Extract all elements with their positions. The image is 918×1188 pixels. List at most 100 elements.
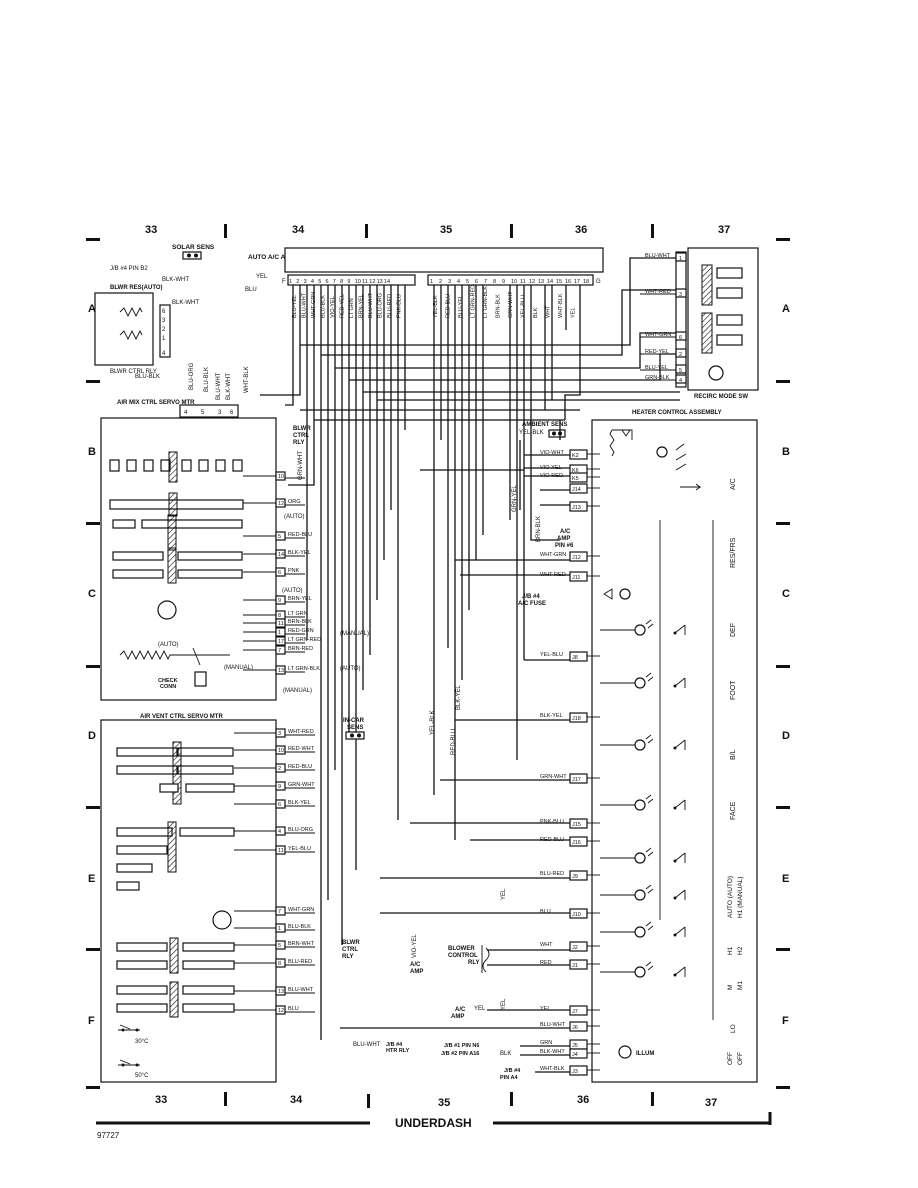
heater-pin-box [569,571,588,582]
amp-pin-number: 4 [311,279,314,285]
grid-bottom-36: 36 [577,1094,589,1106]
heater-pin-number: J16 [572,840,581,846]
grid-bottom-35: 35 [438,1097,450,1109]
amp-pin-number: 11 [362,279,368,285]
svg-text:BLU-ORG: BLU-ORG [189,362,195,390]
led-rays [645,734,654,744]
led-rays [645,884,654,894]
svg-text:F: F [88,1015,95,1027]
amp-wire-label: BLU-YEL [458,295,464,318]
heater-pin-box [569,941,588,952]
amp-pin-number: 12 [369,279,375,285]
grid-top-33: 33 [145,224,157,236]
svg-text:BLWR RES(AUTO): BLWR RES(AUTO) [110,285,163,291]
heater-wire-label: WHT [540,942,553,948]
svg-text:AUTO (AUTO): AUTO (AUTO) [727,876,734,918]
recirc-wire-label: BLU-YEL [645,365,668,371]
amp-pin-number: 15 [556,279,562,285]
amp-pin-number: 2 [439,279,442,285]
svg-text:AMP: AMP [451,1014,464,1020]
heater-pin-number: J18 [572,716,581,722]
air-vent-pin-number: 5 [278,943,281,949]
svg-text:SENS: SENS [347,725,363,731]
air-vent-wire-label: YEL-BLU [288,846,311,852]
svg-text:(MANUAL): (MANUAL) [283,688,312,694]
amp-wire-label: BLU-WHT [368,292,374,318]
air-vent-pin-number: 2 [278,766,281,772]
switch-contact [673,806,677,810]
indicator-led [634,926,646,938]
heater-wire-label: GRN [540,1040,552,1046]
svg-text:4: 4 [162,351,166,357]
heater-pin-number: K2 [572,453,579,459]
svg-text:AMBIENT SENS: AMBIENT SENS [522,422,567,428]
amp-pin-number: 18 [583,279,589,285]
led-rays [645,794,654,804]
amp-pin-number: 1 [289,279,292,285]
svg-text:HTR RLY: HTR RLY [386,1048,410,1054]
switch-contact [673,684,677,688]
heater-wire-label: WHT-BLK [540,1066,565,1072]
amp-pin-number: 9 [347,279,350,285]
svg-text:YEL-BLK: YEL-BLK [519,430,544,436]
heater-control-assembly: HEATER CONTROL ASSEMBLY A/C RES/FRS DEF … [591,410,758,1083]
svg-text:BLWR: BLWR [293,426,311,432]
air-vent-pin-number: 8 [278,961,281,967]
amp-wire-label: GRN-WHT [508,291,514,318]
heater-pin-number: J10 [572,912,581,918]
air-vent-pin-number: 11 [278,848,284,854]
amp-wire-label: LT GRN [349,298,355,318]
svg-text:YEL: YEL [501,888,507,900]
air-mix-servo: 4 5 3 6 BLU-ORG BLU-BLK BLU-WHT BLK-WHT … [100,362,277,701]
switch-contact [673,859,677,863]
heater-pin-box [569,1065,588,1076]
svg-text:B: B [88,446,96,458]
air-vent-wire-label: BRN-WHT [288,941,315,947]
amp-pin-number: 10 [355,279,361,285]
amp-pin-number: 11 [520,279,526,285]
air-mix-pin-number: 1 [278,630,281,636]
amp-pin-number: 14 [547,279,553,285]
heater-pin-number: J12 [572,555,581,561]
indicator-led [634,624,646,636]
amp-wire-label: WHT-BLK [558,293,564,318]
svg-text:A/C FUSE: A/C FUSE [518,601,546,607]
svg-text:J/B #4: J/B #4 [522,594,540,600]
amp-wire-label: BRN-BLK [496,294,502,318]
air-mix-wire-label: LT GRN-RED [288,637,321,643]
air-mix-wire-label: RED-GRN [288,628,314,634]
recirc-wire-label: WHT-GRN [645,332,671,338]
svg-text:H1 (MANUAL): H1 (MANUAL) [737,876,744,918]
mode-switch [674,889,686,900]
svg-text:YEL-BLK: YEL-BLK [430,710,436,735]
amp-pin-number: 6 [475,279,478,285]
heater-pin-number: J11 [572,575,580,581]
svg-text:RLY: RLY [342,954,353,960]
heater-pin-number: J13 [572,505,581,511]
recirc-pin-box [675,364,687,374]
led-rays [645,961,654,971]
heater-wire-label: WHT-GRN [540,552,566,558]
svg-text:SOLAR SENS: SOLAR SENS [172,244,215,251]
heater-pin-number: J14 [572,487,581,493]
heater-wire-label: VIO-WHT [540,450,564,456]
air-mix-wire-label: BRN-BLK [288,619,312,625]
svg-text:J/B #4: J/B #4 [504,1068,521,1074]
indicator-led [634,799,646,811]
air-vent-pin-number: 10 [278,748,284,754]
air-vent-wire-label: RED-WHT [288,746,315,752]
amp-pin-number: 13 [377,279,383,285]
svg-text:BRN-BLK: BRN-BLK [536,516,542,542]
switch-contact [673,631,677,635]
air-vent-wire-label: WHT-RED [288,729,314,735]
svg-text:BLK-WHT: BLK-WHT [226,373,232,400]
air-mix-wire-label: BRN-RED [288,646,313,652]
amp-wire-label: LT GRN-BLK [483,286,489,318]
air-vent-wire-label: RED-BLU [288,764,312,770]
mode-switch [674,852,686,863]
svg-text:J/B #1 PIN N6: J/B #1 PIN N6 [444,1043,479,1049]
heater-wire-label: YEL-BLU [540,652,563,658]
heater-pin-box [569,712,588,723]
svg-text:BLK-WHT: BLK-WHT [162,277,189,283]
heater-pin-number: J7 [572,1009,578,1015]
